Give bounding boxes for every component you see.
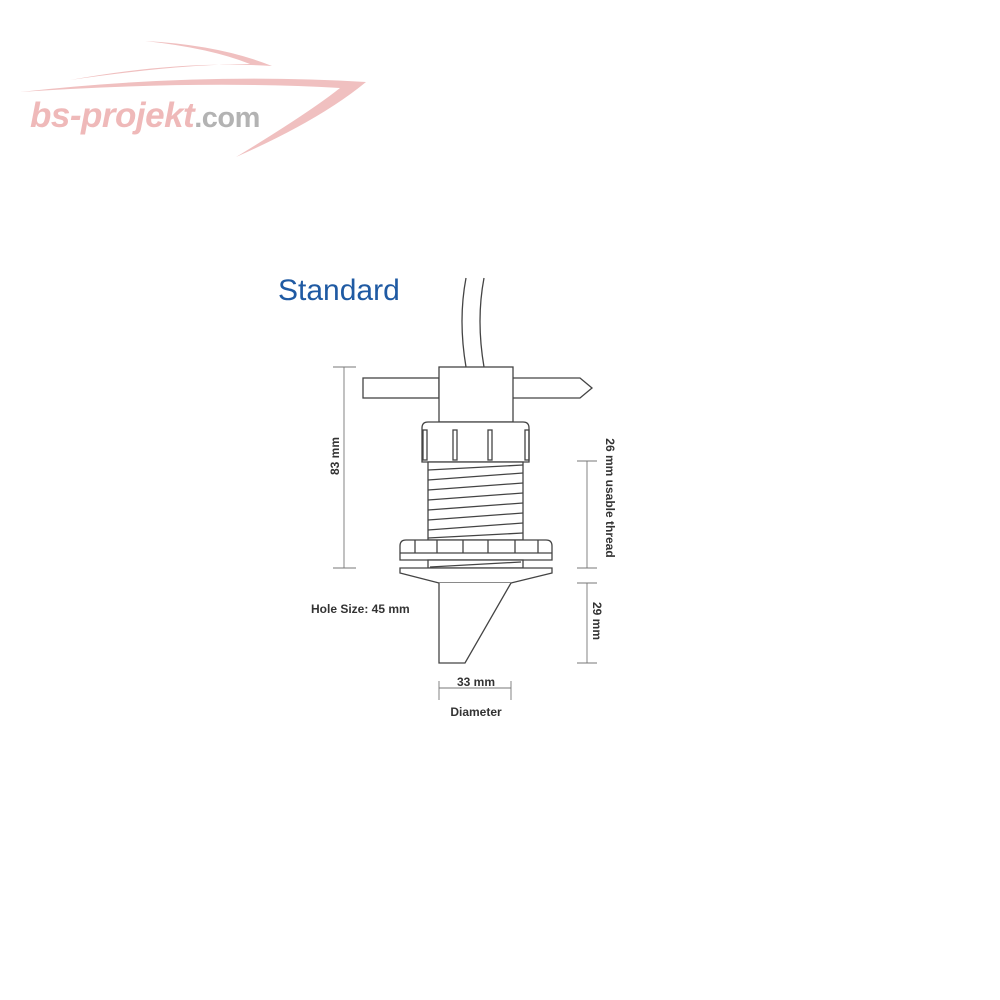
fin-dimension-label: 29 mm bbox=[590, 601, 604, 641]
diagram-title: Standard bbox=[278, 274, 400, 307]
logo-name: bs-projekt bbox=[30, 96, 195, 135]
top-housing bbox=[362, 366, 594, 423]
hole-size-label: Hole Size: 45 mm bbox=[311, 602, 410, 616]
height-dimension-label: 83 mm bbox=[328, 436, 342, 476]
cable bbox=[461, 277, 485, 368]
lower-nut bbox=[399, 539, 553, 569]
dimension-lines bbox=[333, 366, 597, 700]
flange bbox=[399, 567, 553, 584]
diameter-label: Diameter bbox=[450, 705, 502, 719]
upper-nut bbox=[421, 421, 530, 463]
thread-dimension-label: 26 mm usable thread bbox=[603, 438, 617, 558]
logo: bs-projekt.com bbox=[30, 96, 260, 136]
diameter-value-label: 33 mm bbox=[456, 675, 496, 689]
logo-suffix: .com bbox=[194, 102, 260, 134]
thread-body bbox=[427, 461, 524, 541]
fin bbox=[438, 582, 512, 664]
